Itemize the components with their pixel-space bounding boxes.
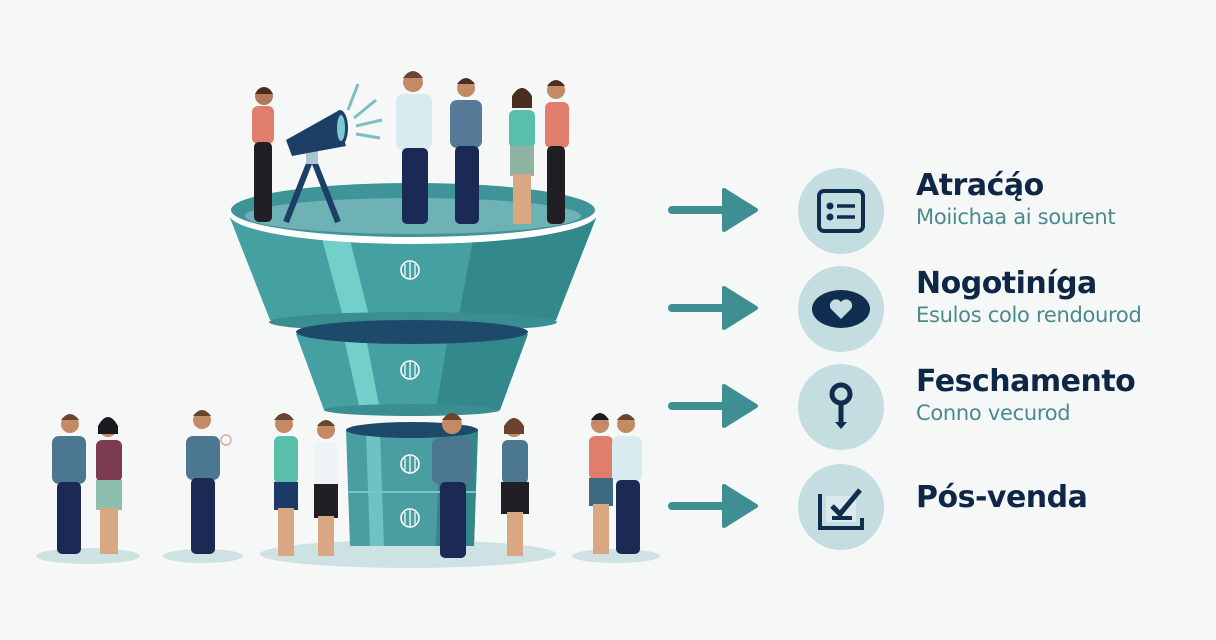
stage-subtitle: Conno vecurod <box>916 401 1071 425</box>
lightbulb-icon <box>220 434 232 446</box>
brain-icon <box>400 260 420 280</box>
megaphone-icon <box>283 83 383 224</box>
stage-subtitle: Esulos colo rendourod <box>916 303 1142 327</box>
stage-title: Nogotiníga <box>916 266 1097 301</box>
funnel-section-2 <box>296 320 528 416</box>
ground-shadow <box>572 549 660 563</box>
ground-shadow <box>36 548 140 564</box>
stage-subtitle: Moiichaa ai sourent <box>916 205 1116 229</box>
stage-negociacao: Nogotiníga Esulos colo rendourod <box>660 262 1200 352</box>
arrow-right-icon <box>668 188 758 232</box>
person-man-beard-center <box>432 413 472 558</box>
person-woman-megaphone <box>252 87 274 222</box>
person-man-far-right <box>612 414 642 554</box>
person-woman-far-right <box>589 413 613 554</box>
person-woman-right-bottom <box>501 418 529 556</box>
arrow-right-icon <box>668 286 758 330</box>
person-man-left <box>52 414 86 554</box>
arrow-right-icon <box>668 384 758 428</box>
brain-icon <box>400 360 420 380</box>
stage-title: Feschamento <box>916 364 1136 399</box>
person-woman-teal-top <box>509 88 535 224</box>
stage-icon-circle <box>798 266 884 352</box>
stage-icon-circle <box>798 168 884 254</box>
stage-icon-circle <box>798 464 884 550</box>
heart-icon <box>812 290 870 328</box>
stage-title: Atraćą́o <box>916 168 1044 203</box>
stage-icon-circle <box>798 364 884 450</box>
checkbox-icon <box>818 488 864 530</box>
person-woman-teal-bottom <box>274 413 298 556</box>
stage-atracao: Atraćą́o Moiichaa ai sourent <box>660 164 1200 254</box>
person-man-with-bulb <box>186 410 232 554</box>
person-man-white-shirt <box>396 71 432 224</box>
list-icon <box>817 189 865 233</box>
person-man-blue-shirt <box>450 78 482 224</box>
brain-icon <box>400 454 420 474</box>
ground-shadow <box>163 549 243 563</box>
person-woman-red-top <box>545 80 569 224</box>
stage-fechamento: Feschamento Conno vecurod <box>660 360 1200 450</box>
arrow-right-icon <box>668 484 758 528</box>
stage-title: Pós-venda <box>916 480 1088 515</box>
brain-icon <box>400 508 420 528</box>
stage-pos-venda: Pós-venda <box>660 460 1200 550</box>
key-icon <box>829 382 853 429</box>
person-woman-white-top <box>314 420 338 556</box>
person-woman-left <box>96 417 122 554</box>
